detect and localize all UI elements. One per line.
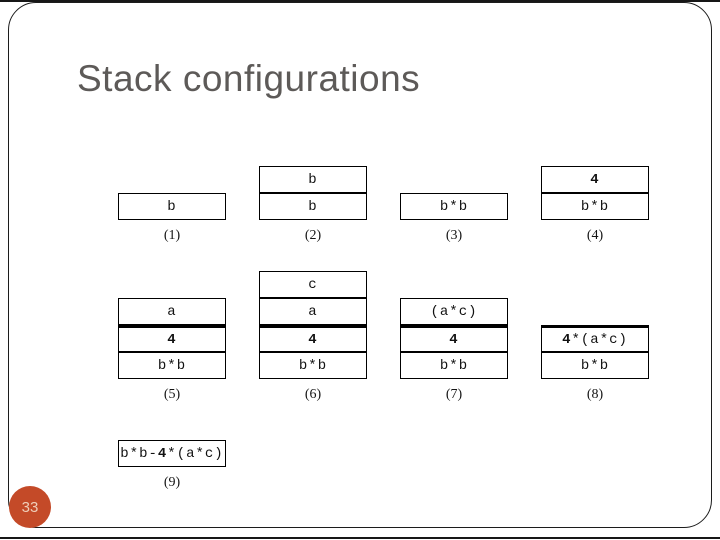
stack-cell: 4*(a*c) — [541, 325, 649, 352]
stack-label: (1) — [163, 228, 181, 243]
stack-cell-text: *(a*c) — [167, 445, 224, 462]
slide-rounded-border — [8, 2, 712, 528]
stack-cell-text: b*b — [298, 357, 328, 374]
slide-top-edge-line — [0, 0, 720, 2]
stack-cell: b*b — [541, 352, 649, 379]
stack-cell-text: 4 — [308, 331, 318, 348]
stack-diagram-1: b (1) — [118, 193, 226, 243]
stack-diagram-7: (a*c) 4 b*b (7) — [400, 298, 508, 402]
stack-cell: b*b — [259, 352, 367, 379]
stack-diagram-3: b*b (3) — [400, 193, 508, 243]
stack-label: (6) — [304, 387, 322, 402]
stack-cell-text: a — [308, 303, 318, 320]
stack-cell: 4 — [259, 325, 367, 352]
stack-cell-text: b*b — [439, 357, 469, 374]
stack-label: (5) — [163, 387, 181, 402]
stack-cell-text: a — [167, 303, 177, 320]
stack-diagram-8: 4*(a*c) b*b (8) — [541, 325, 649, 402]
stack-diagram-5: a 4 b*b (5) — [118, 298, 226, 402]
stack-diagram-4: 4 b*b (4) — [541, 166, 649, 243]
stack-cell: b*b — [400, 352, 508, 379]
stack-cell: b*b — [400, 193, 508, 220]
stack-cell: c — [259, 271, 367, 298]
stack-cell: b*b — [118, 352, 226, 379]
stack-cell-text: (a*c) — [430, 303, 478, 320]
stack-label: (9) — [163, 475, 181, 490]
stack-label: (4) — [586, 228, 604, 243]
stack-label: (7) — [445, 387, 463, 402]
stack-cell-text: 4 — [562, 331, 572, 348]
stack-cell-text: b*b — [157, 357, 187, 374]
stack-cell: a — [259, 298, 367, 325]
stack-cell: b — [259, 193, 367, 220]
stack-cell-text: b — [308, 171, 318, 188]
stack-label: (2) — [304, 228, 322, 243]
stack-cell-text: b*b — [580, 198, 610, 215]
stack-cell: a — [118, 298, 226, 325]
stack-cell: 4 — [118, 325, 226, 352]
stack-cell-text: 4 — [157, 445, 168, 462]
stack-label: (8) — [586, 387, 604, 402]
stack-cell-text: b*b — [439, 198, 469, 215]
stack-cell: b — [259, 166, 367, 193]
stack-cell-text: b*b- — [120, 445, 158, 462]
stack-diagram-9: b*b-4*(a*c) (9) — [118, 440, 226, 490]
stack-cell: b — [118, 193, 226, 220]
stack-cell-text: b — [167, 198, 177, 215]
stack-cell-text: *(a*c) — [571, 331, 628, 348]
stack-cell-text: 4 — [449, 331, 459, 348]
stack-cell: 4 — [400, 325, 508, 352]
stack-label: (3) — [445, 228, 463, 243]
stack-cell: b*b — [541, 193, 649, 220]
slide-bottom-edge-line — [0, 537, 720, 539]
stack-cell: b*b-4*(a*c) — [118, 440, 226, 467]
stack-cell: (a*c) — [400, 298, 508, 325]
page-title: Stack configurations — [77, 58, 421, 99]
stack-cell-text: c — [308, 276, 318, 293]
page-number-badge: 33 — [9, 486, 51, 528]
stack-cell-text: b*b — [580, 357, 610, 374]
page-number: 33 — [21, 498, 39, 516]
stack-cell-text: b — [308, 198, 318, 215]
stack-cell-text: 4 — [167, 331, 177, 348]
stack-cell-text: 4 — [590, 171, 600, 188]
stack-cell: 4 — [541, 166, 649, 193]
